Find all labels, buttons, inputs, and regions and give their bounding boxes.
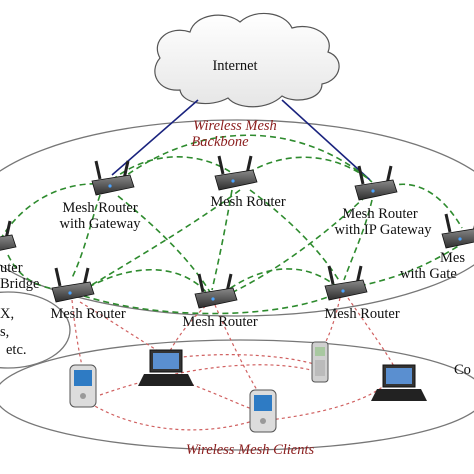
- top-router-label: Mesh Router: [210, 194, 286, 210]
- backbone-label-line1: Wireless Mesh: [193, 118, 277, 134]
- clients-ellipse: [0, 339, 474, 451]
- router-top: [214, 155, 258, 191]
- laptop-client-left: [138, 349, 194, 386]
- backbone-ellipse: [0, 119, 474, 317]
- internet-cloud: [154, 12, 340, 108]
- router-left-bridge: [0, 220, 17, 251]
- internet-label: Internet: [212, 58, 258, 74]
- right-gate-label-1: Mes: [440, 250, 465, 266]
- pda-client-left: [69, 364, 97, 408]
- right-gate-label-2: with Gate: [400, 266, 457, 282]
- gateway-router-label-1: Mesh Router: [62, 200, 138, 216]
- right-cluster-label: Co: [454, 362, 471, 378]
- left-cluster-label-2: s,: [0, 324, 10, 340]
- left-cluster-label-3: etc.: [6, 342, 27, 358]
- left-cluster-ellipse: [0, 291, 71, 369]
- clients-label: Wireless Mesh Clients: [185, 442, 315, 458]
- ip-gateway-router-label-1: Mesh Router: [342, 206, 418, 222]
- laptop-client-right: [371, 364, 427, 401]
- router-gateway: [91, 160, 135, 196]
- left-bridge-label-1: uter: [0, 260, 23, 276]
- phone-client: [311, 341, 329, 383]
- wired-link-right: [281, 99, 371, 181]
- router-ip-gateway: [354, 165, 398, 201]
- router-bottom-left: [51, 267, 95, 303]
- bottom-right-router-label: Mesh Router: [324, 306, 400, 322]
- left-bridge-label-2: Bridge: [0, 276, 40, 292]
- ip-gateway-router-label-2: with IP Gateway: [334, 222, 432, 238]
- bottom-left-router-label: Mesh Router: [50, 306, 126, 322]
- router-bottom-right: [324, 265, 368, 301]
- router-bottom-mid: [194, 273, 238, 309]
- backbone-label-line2: Backbone: [191, 134, 249, 150]
- pda-client-center: [249, 389, 277, 433]
- routers-layer: [0, 155, 474, 309]
- bottom-mid-router-label: Mesh Router: [182, 314, 258, 330]
- router-right-gate: [441, 213, 474, 249]
- left-cluster-label-1: X,: [0, 306, 15, 322]
- gateway-router-label-2: with Gateway: [59, 216, 141, 232]
